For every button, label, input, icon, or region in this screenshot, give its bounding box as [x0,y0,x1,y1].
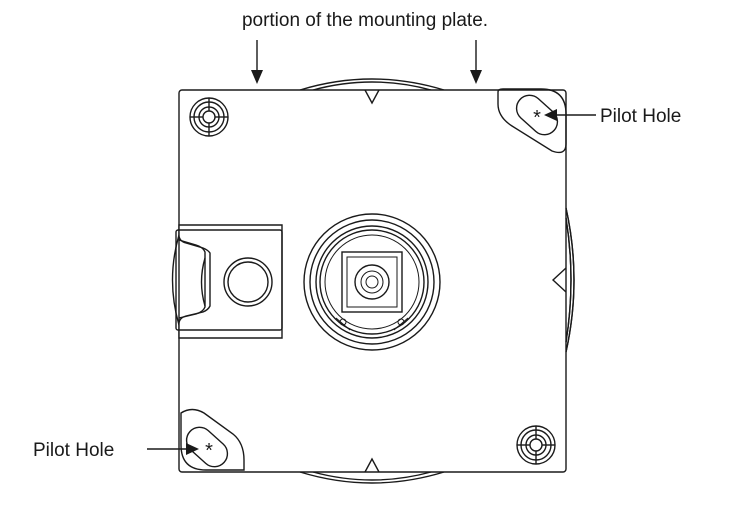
callout-pilot-hole-top-right: Pilot Hole [544,106,681,127]
pilot-hole-label-top-right: Pilot Hole [600,106,681,127]
pilot-hole-top-right: * [497,88,567,154]
pilot-hole-bottom-left: * [180,408,245,471]
disc-rim-overlap [565,207,575,353]
vent-bottom-right-icon [516,425,556,465]
pilot-hole-label-bottom-left: Pilot Hole [33,440,114,461]
svg-text:*: * [533,107,541,129]
notch-top [364,89,380,105]
vent-top-left-icon [189,97,229,137]
notch-bottom [364,457,380,473]
mounting-plate [178,89,567,473]
notch-right [551,267,567,293]
svg-text:*: * [205,440,213,462]
top-arrow-right [470,40,482,84]
caption-top: portion of the mounting plate. [242,10,488,31]
center-lens-mount [303,213,441,351]
left-slot [175,224,283,339]
top-arrow-left [251,40,263,84]
callout-pilot-hole-bottom-left: Pilot Hole [33,440,199,461]
